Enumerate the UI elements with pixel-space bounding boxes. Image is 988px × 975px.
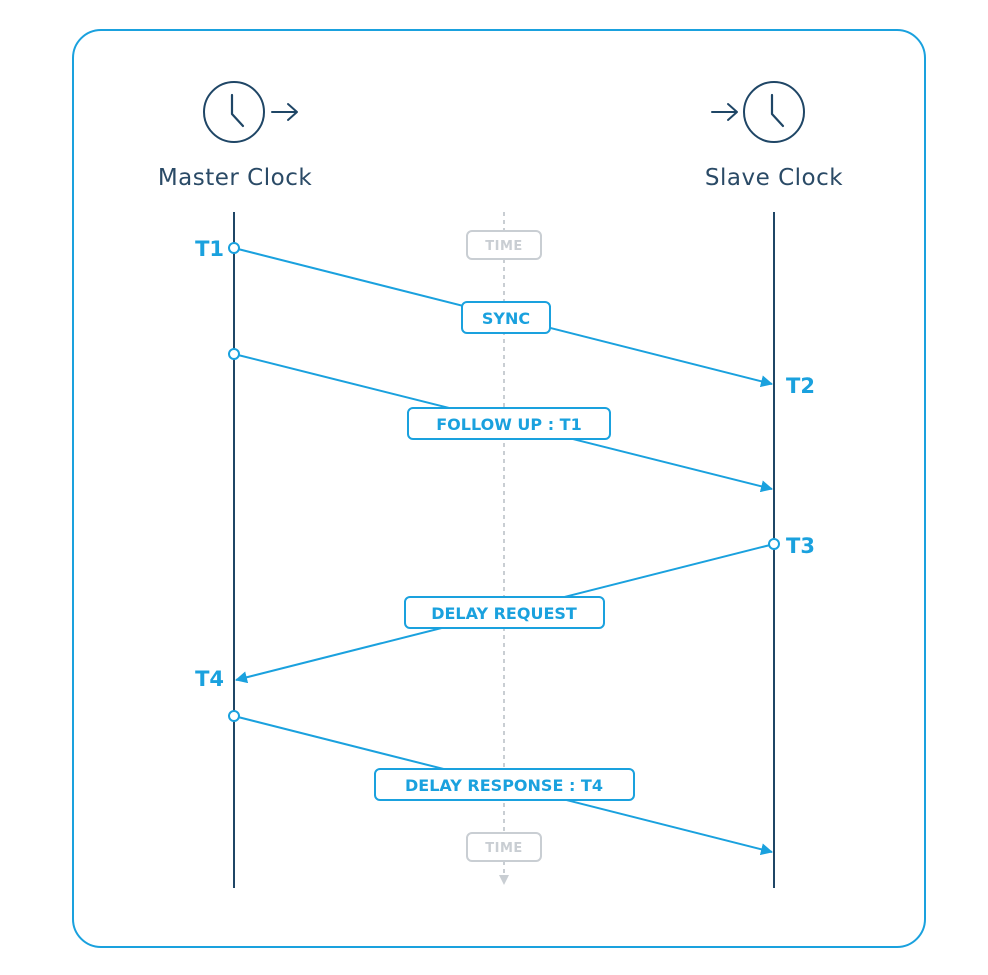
follow-up-event-dot bbox=[228, 348, 240, 360]
delay-request-message-text: DELAY REQUEST bbox=[431, 604, 577, 623]
sync-message-text: SYNC bbox=[482, 309, 530, 328]
follow-up-message-label: FOLLOW UP : T1 bbox=[407, 407, 611, 440]
clock-incoming-icon bbox=[711, 81, 805, 143]
follow-up-message-text: FOLLOW UP : T1 bbox=[436, 415, 581, 434]
delay-response-message-label: DELAY RESPONSE : T4 bbox=[374, 768, 635, 801]
clock-outgoing-icon bbox=[203, 81, 298, 143]
time-label-top-text: TIME bbox=[485, 239, 523, 254]
time-label-bottom: TIME bbox=[466, 832, 542, 862]
time-label-bottom-text: TIME bbox=[485, 841, 523, 856]
delay-response-message-text: DELAY RESPONSE : T4 bbox=[405, 776, 603, 795]
t1-label: T1 bbox=[195, 237, 224, 261]
delay-response-event-dot bbox=[228, 710, 240, 722]
t3-event-dot bbox=[768, 538, 780, 550]
t3-label: T3 bbox=[786, 534, 815, 558]
delay-request-message-label: DELAY REQUEST bbox=[404, 596, 605, 629]
master-clock-label: Master Clock bbox=[158, 165, 313, 191]
sync-message-label: SYNC bbox=[461, 301, 551, 334]
diagram-frame bbox=[72, 29, 926, 948]
t2-label: T2 bbox=[786, 374, 815, 398]
time-label-top: TIME bbox=[466, 230, 542, 260]
t4-label: T4 bbox=[195, 667, 224, 691]
slave-clock-label: Slave Clock bbox=[705, 165, 843, 191]
t1-event-dot bbox=[228, 242, 240, 254]
